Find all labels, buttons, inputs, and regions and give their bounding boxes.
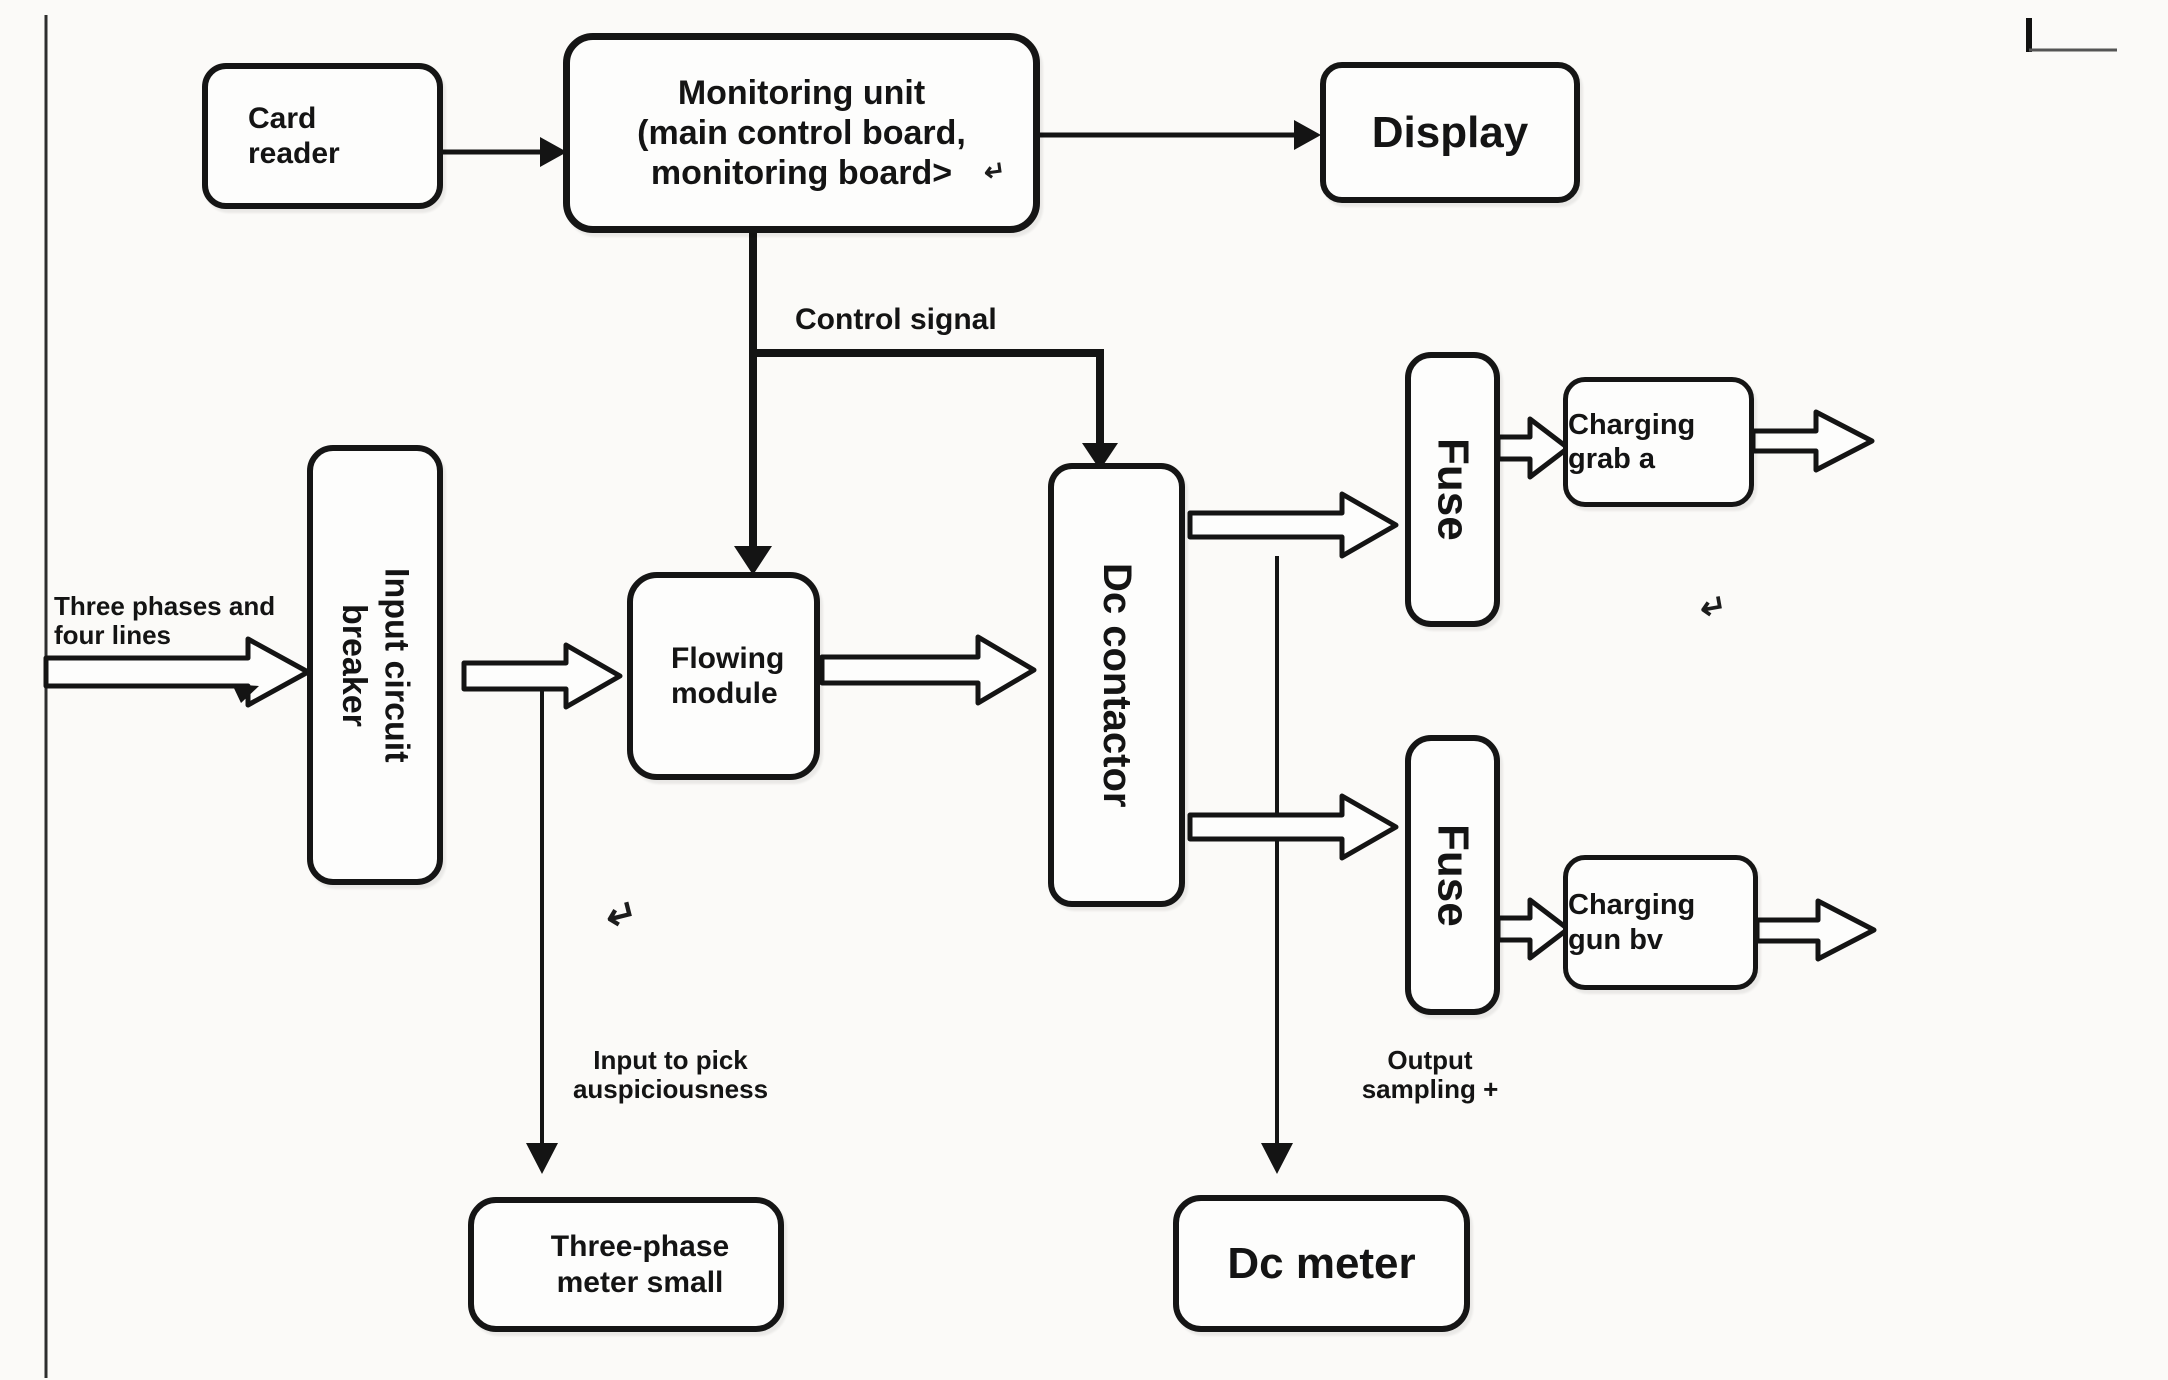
node-three-phase-meter: Three-phase meter small [468, 1197, 784, 1332]
arrow-monitoring-to-flowing-head [734, 546, 772, 575]
fuse-top-label: Fuse [1428, 438, 1478, 541]
label-three-phases: Three phases and four lines [54, 591, 276, 651]
hollow-arrow-fusebottom-to-gun [1495, 897, 1571, 961]
hollow-arrow-artifact-mark [232, 684, 259, 703]
arrow-output-to-dcmeter-head [1261, 1143, 1293, 1174]
hollow-arrow-fusetop-to-grab [1495, 416, 1571, 480]
node-display: Display [1320, 62, 1580, 203]
hollow-arrow-contactor-to-fuse-bottom [1187, 793, 1399, 861]
dc-contactor-label: Dc contactor [1095, 562, 1140, 808]
card-reader-label: Card reader [248, 101, 340, 170]
hollow-arrow-contactor-to-fuse-top [1187, 491, 1399, 559]
node-dc-contactor: Dc contactor [1048, 463, 1185, 907]
input-circuit-breaker-label: Input circuit breaker [335, 567, 416, 763]
node-charging-gun: Charging gun bv [1563, 855, 1758, 990]
three-phase-meter-label: Three-phase meter small [550, 1230, 730, 1299]
node-monitoring-unit: Monitoring unit (main control board, mon… [563, 33, 1040, 233]
node-input-circuit-breaker: Input circuit breaker [307, 445, 443, 885]
arrow-monitoring-to-display-head [1294, 120, 1321, 150]
dc-meter-label: Dc meter [1227, 1238, 1416, 1288]
return-glyph-after-board: ↵ [981, 154, 1008, 188]
hollow-arrow-threephase-to-breaker [43, 636, 311, 708]
node-dc-meter: Dc meter [1173, 1195, 1470, 1332]
flowing-module-label: Flowing module [671, 641, 785, 710]
display-label: Display [1371, 107, 1529, 157]
arrow-control-signal-head [1082, 443, 1118, 470]
node-charging-grab: Charging grab a [1563, 377, 1754, 507]
node-card-reader: Card reader [202, 63, 443, 209]
charging-grab-label: Charging grab a [1568, 408, 1696, 475]
arrow-card-to-monitoring-head [540, 137, 567, 167]
arrow-input-to-meter-head [526, 1143, 558, 1174]
node-flowing-module: Flowing module [627, 572, 820, 780]
label-control-signal: Control signal [795, 303, 997, 336]
monitoring-unit-label: Monitoring unit (main control board, mon… [637, 73, 966, 193]
hollow-arrow-flowing-to-contactor [819, 634, 1037, 706]
fuse-bottom-label: Fuse [1428, 823, 1478, 927]
arrow-control-signal-line [753, 349, 1104, 447]
label-output-sampling: Output sampling + [1361, 1045, 1499, 1105]
label-input-pick: Input to pick auspiciousness [572, 1045, 769, 1105]
hollow-arrow-breaker-to-flowing [461, 642, 623, 710]
node-fuse-top: Fuse [1405, 352, 1500, 627]
hollow-arrow-gun-out [1754, 898, 1877, 962]
node-fuse-bottom: Fuse [1405, 735, 1500, 1015]
hollow-arrow-grab-out [1750, 409, 1875, 473]
charging-gun-label: Charging gun bv [1568, 889, 1696, 956]
